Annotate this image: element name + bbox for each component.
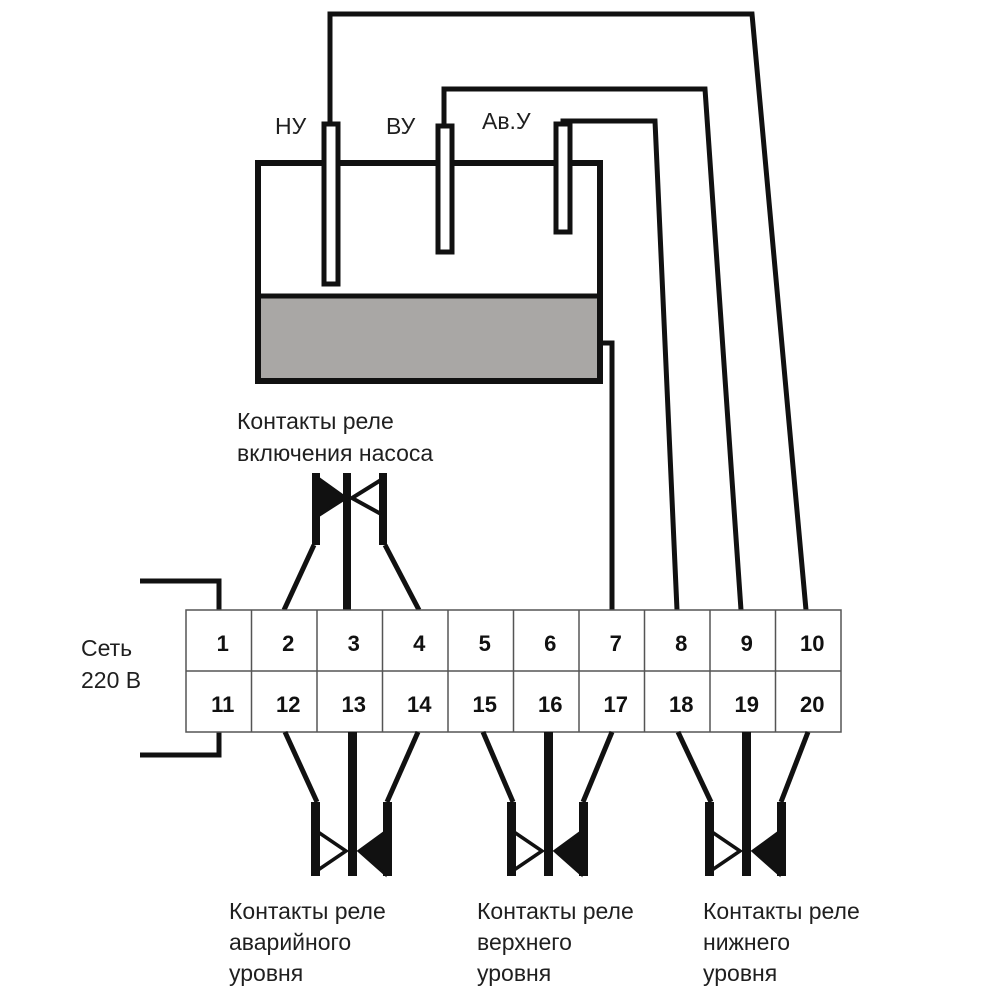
upper-relay-left-contact [507, 802, 516, 876]
terminal-19: 19 [735, 692, 759, 717]
pump-relay-middle-contact [343, 473, 351, 610]
probe-emergency-level [553, 121, 573, 235]
upper-relay-middle-contact [544, 732, 553, 876]
upper-relay-caption-line3: уровня [477, 960, 551, 986]
tank [255, 160, 603, 384]
upper-relay-caption-line1: Контакты реле [477, 898, 634, 924]
terminal-9: 9 [741, 631, 753, 656]
upper-relay-caption-line2: верхнего [477, 929, 572, 955]
terminal-7: 7 [610, 631, 622, 656]
probe-upper-level [435, 123, 455, 255]
terminal-11: 11 [211, 692, 234, 717]
lower-relay-left-triangle-hollow [711, 830, 744, 872]
emergency-relay-caption-line3: уровня [229, 960, 303, 986]
power-wire-bottom [140, 732, 222, 758]
terminal-10: 10 [800, 631, 824, 656]
power-feed [140, 578, 222, 758]
probes [321, 121, 573, 287]
bottom-relays [282, 730, 811, 878]
wire-upper-probe-to-terminal-9 [441, 86, 744, 611]
probe-label-lower: НУ [275, 113, 307, 139]
probe-label-emergency: Ав.У [482, 108, 531, 134]
terminal-4: 4 [413, 631, 426, 656]
terminal-8: 8 [675, 631, 687, 656]
emergency-relay-left-contact [311, 802, 320, 876]
emergency-relay-caption-line2: аварийного [229, 929, 351, 955]
lower-relay-caption-line3: уровня [703, 960, 777, 986]
terminal-13: 13 [342, 692, 366, 717]
terminal-16: 16 [538, 692, 562, 717]
lower-relay-right-triangle-filled [750, 829, 781, 878]
wire-lower-probe-to-terminal-10 [327, 11, 809, 611]
upper-relay-lead-left [480, 731, 516, 803]
pump-relay-right-triangle-hollow [348, 478, 383, 516]
emergency-relay-right-triangle-filled [356, 829, 387, 878]
terminal-18: 18 [669, 692, 693, 717]
water-fill [261, 296, 598, 380]
emergency-relay-left-triangle-hollow [317, 830, 350, 872]
power-wire-top [140, 578, 222, 610]
terminal-2: 2 [282, 631, 294, 656]
lower-relay-left-contact [705, 802, 714, 876]
pump-relay-lead-to-2 [281, 543, 317, 612]
emergency-relay-right-contact [383, 802, 392, 876]
lower-relay-right-contact [777, 802, 786, 876]
emergency-relay-middle-contact [348, 732, 357, 876]
terminal-12: 12 [276, 692, 300, 717]
lower-relay-lead-right [778, 731, 811, 803]
pump-relay-contacts [281, 473, 422, 612]
emergency-relay-lead-left [282, 730, 320, 804]
upper-relay-right-triangle-filled [552, 829, 583, 878]
terminal-6: 6 [544, 631, 556, 656]
tank-outline [255, 160, 603, 384]
emergency-relay-lead-right [384, 730, 421, 804]
upper-relay-right-contact [579, 802, 588, 876]
emergency-relay-contacts [282, 730, 421, 878]
upper-relay-lead-right [580, 731, 615, 803]
probe-lower-level [321, 121, 341, 287]
pump-relay-caption-line2: включения насоса [237, 440, 433, 466]
upper-relay-left-triangle-hollow [513, 830, 546, 872]
lower-relay-lead-left [675, 730, 714, 804]
pump-relay-caption-line1: Контакты реле [237, 408, 394, 434]
lower-relay-caption-line2: нижнего [703, 929, 790, 955]
terminal-1: 1 [217, 631, 229, 656]
emergency-relay-caption-line1: Контакты реле [229, 898, 386, 924]
pump-relay-left-contact [312, 473, 320, 545]
terminal-20: 20 [800, 692, 824, 717]
pump-relay-lead-to-4 [382, 543, 422, 612]
lower-relay-middle-contact [742, 732, 751, 876]
pump-relay-left-triangle-filled [316, 475, 349, 519]
probe-label-upper: ВУ [386, 113, 416, 139]
terminal-5: 5 [479, 631, 491, 656]
terminal-3: 3 [348, 631, 360, 656]
terminal-17: 17 [604, 692, 628, 717]
lower-relay-contacts [675, 730, 811, 878]
power-label-line1: Сеть [81, 635, 132, 661]
wire-tank-to-terminal-7 [602, 340, 615, 610]
upper-relay-contacts [480, 731, 615, 878]
terminal-15: 15 [473, 692, 497, 717]
power-label-line2: 220 В [81, 667, 141, 693]
pump-relay-right-contact [379, 473, 387, 545]
terminal-14: 14 [407, 692, 432, 717]
lower-relay-caption-line1: Контакты реле [703, 898, 860, 924]
